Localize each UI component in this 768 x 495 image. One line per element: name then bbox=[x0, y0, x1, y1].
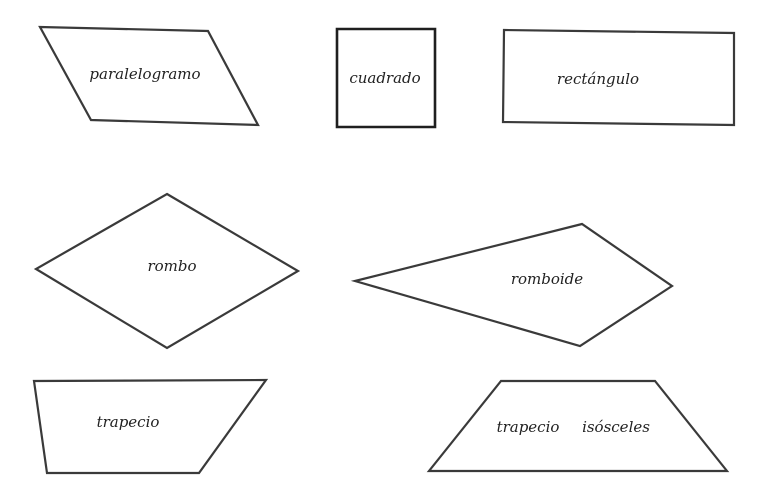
trapecio-label: trapecio bbox=[97, 413, 160, 431]
paralelogramo-figure: paralelogramo bbox=[38, 25, 260, 127]
romboide-shape bbox=[350, 222, 674, 348]
rombo-figure: rombo bbox=[33, 192, 301, 350]
trapecio-isosceles-figure: trapecio isósceles bbox=[426, 379, 730, 473]
trapecio-isosceles-label-word2: isósceles bbox=[582, 418, 650, 436]
trapecio-shape bbox=[32, 378, 269, 475]
cuadrado-shape bbox=[335, 27, 437, 129]
romboide-figure: romboide bbox=[350, 222, 674, 348]
cuadrado-label: cuadrado bbox=[349, 69, 420, 87]
cuadrado-figure: cuadrado bbox=[335, 27, 437, 129]
paralelogramo-label: paralelogramo bbox=[89, 65, 200, 83]
rectangulo-figure: rectángulo bbox=[501, 28, 736, 127]
paralelogramo-shape bbox=[38, 25, 260, 127]
trapecio-isosceles-label-word1: trapecio bbox=[497, 418, 560, 436]
rombo-label: rombo bbox=[147, 257, 196, 275]
romboide-label: romboide bbox=[511, 270, 583, 288]
rectangulo-shape bbox=[501, 28, 736, 127]
trapecio-figure: trapecio bbox=[32, 378, 269, 475]
rombo-shape bbox=[33, 192, 301, 350]
trapecio-isosceles-shape bbox=[426, 379, 730, 473]
rectangulo-label: rectángulo bbox=[557, 70, 639, 88]
